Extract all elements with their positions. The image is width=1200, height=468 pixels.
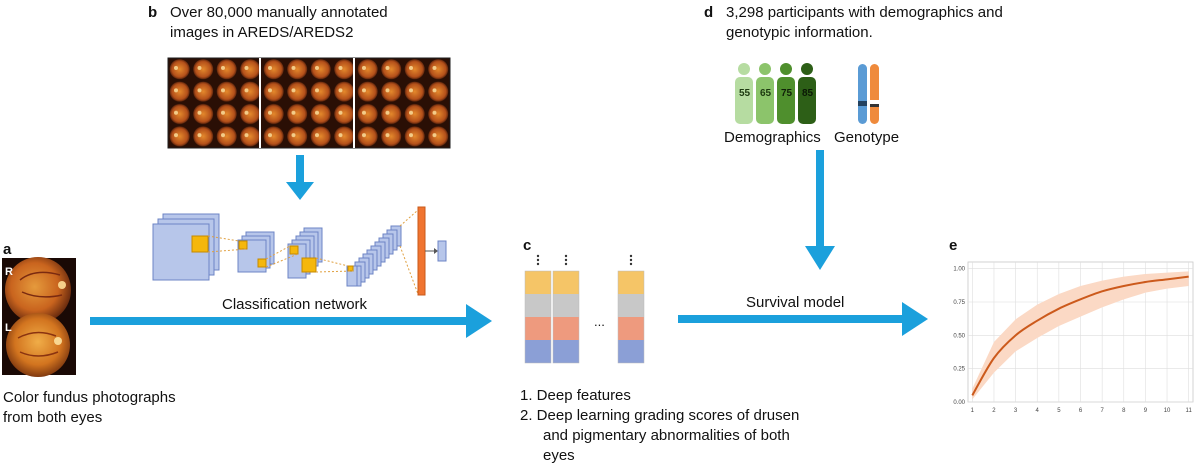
left-eye-label: L bbox=[5, 322, 12, 334]
conv-filter bbox=[347, 265, 354, 272]
x-tick-label: 2 bbox=[992, 408, 996, 414]
x-tick-label: 11 bbox=[1186, 408, 1193, 414]
x-tick-label: 9 bbox=[1144, 408, 1148, 414]
fundus-left-disc bbox=[54, 337, 62, 345]
x-tick-label: 8 bbox=[1122, 408, 1126, 414]
x-tick-label: 7 bbox=[1100, 408, 1104, 414]
chromosome-right-band bbox=[870, 104, 879, 107]
person-icon bbox=[798, 63, 816, 124]
chromosome-left bbox=[858, 64, 867, 124]
conv-filter bbox=[289, 245, 299, 255]
arrow-mosaic-to-network-head bbox=[286, 182, 314, 200]
demographics-label: Demographics bbox=[724, 129, 821, 146]
y-tick-label: 0.25 bbox=[953, 367, 965, 373]
dense-layer bbox=[417, 206, 426, 296]
fundus-photographs bbox=[2, 257, 76, 377]
x-tick-label: 1 bbox=[971, 408, 975, 414]
arrow-participants-to-survival-head bbox=[805, 246, 835, 270]
mosaic-grid bbox=[167, 57, 451, 149]
features-item-2-line1: 2. Deep learning grading scores of druse… bbox=[520, 407, 800, 424]
fundus-left-eye bbox=[6, 313, 70, 377]
fundus-right-vessels bbox=[19, 271, 63, 298]
arrow-fundus-to-features-head bbox=[466, 304, 492, 338]
person-icon bbox=[735, 63, 753, 124]
conv-filter bbox=[238, 240, 248, 250]
x-tick-label: 3 bbox=[1014, 408, 1018, 414]
survival-curve bbox=[971, 275, 1189, 396]
genotype-label: Genotype bbox=[834, 129, 900, 146]
y-tick-label: 0.50 bbox=[953, 333, 965, 339]
person-icon bbox=[756, 63, 774, 124]
participant-icons bbox=[735, 63, 816, 124]
feature-vectors bbox=[524, 254, 645, 364]
feature-vector bbox=[552, 270, 580, 364]
panel-b-letter: b bbox=[148, 4, 158, 21]
feature-vector bbox=[524, 270, 552, 364]
fundus-caption-line2: from both eyes bbox=[3, 409, 103, 426]
x-tick-label: 6 bbox=[1079, 408, 1083, 414]
y-tick-label: 1.00 bbox=[953, 267, 965, 273]
chromosome-right bbox=[870, 64, 879, 124]
features-item-1: 1. Deep features bbox=[520, 387, 631, 404]
annotated-image-mosaic bbox=[167, 57, 451, 149]
fundus-left-vessels bbox=[17, 331, 59, 357]
panel-d-line1: 3,298 participants with demographics and bbox=[726, 4, 1003, 21]
panel-e-letter: e bbox=[949, 237, 958, 254]
chromosome-right-band bbox=[870, 100, 879, 104]
age-label: 85 bbox=[801, 88, 814, 99]
panel-a-letter: a bbox=[3, 241, 12, 258]
dense-to-output-head bbox=[434, 248, 438, 254]
fundus-caption-line1: Color fundus photographs bbox=[3, 389, 176, 406]
survival-model-label: Survival model bbox=[746, 294, 845, 311]
features-item-2-line3: eyes bbox=[543, 447, 575, 464]
age-label: 55 bbox=[738, 88, 751, 99]
person-icon bbox=[777, 63, 795, 124]
conv-filter bbox=[301, 257, 317, 273]
network-label: Classification network bbox=[222, 296, 368, 313]
arrow-features-to-chart-head bbox=[902, 302, 928, 336]
fundus-right-disc bbox=[58, 281, 66, 289]
panel-c-letter: c bbox=[523, 237, 532, 254]
survival-chart: 1 2 3 4 5 6 7 8 9 10 11 0.00 0.25 0.50 0.75 1.00 bbox=[953, 261, 1194, 414]
feature-vector bbox=[617, 270, 645, 364]
panel-d-line2: genotypic information. bbox=[726, 24, 873, 41]
x-tick-label: 4 bbox=[1036, 408, 1040, 414]
panel-d-letter: d bbox=[704, 4, 714, 21]
x-tick-label: 5 bbox=[1057, 408, 1061, 414]
classification-network bbox=[152, 206, 447, 296]
chromosome-left-band bbox=[858, 101, 867, 106]
horizontal-ellipsis: ... bbox=[594, 314, 605, 329]
conv-filter bbox=[191, 235, 209, 253]
right-eye-label: R bbox=[5, 266, 13, 278]
age-label: 75 bbox=[780, 88, 793, 99]
conv-filter bbox=[257, 258, 267, 268]
chromosome-icon bbox=[858, 64, 879, 124]
connection-lines bbox=[207, 209, 419, 295]
conv-layer-4 bbox=[346, 225, 402, 287]
y-tick-label: 0.75 bbox=[953, 300, 965, 306]
vertical-ellipsis bbox=[536, 254, 633, 266]
chart-tick-labels: 1 2 3 4 5 6 7 8 9 10 11 0.00 0.25 0.50 0.75 1.00 bbox=[953, 267, 1192, 414]
x-tick-label: 10 bbox=[1164, 408, 1171, 414]
y-tick-label: 0.00 bbox=[953, 400, 965, 406]
panel-b-line2: images in AREDS/AREDS2 bbox=[170, 24, 354, 41]
age-label: 65 bbox=[759, 88, 772, 99]
panel-b-line1: Over 80,000 manually annotated bbox=[170, 4, 388, 21]
arrows bbox=[90, 150, 928, 338]
features-item-2-line2: and pigmentary abnormalities of both bbox=[543, 427, 790, 444]
output-layer bbox=[437, 240, 447, 262]
